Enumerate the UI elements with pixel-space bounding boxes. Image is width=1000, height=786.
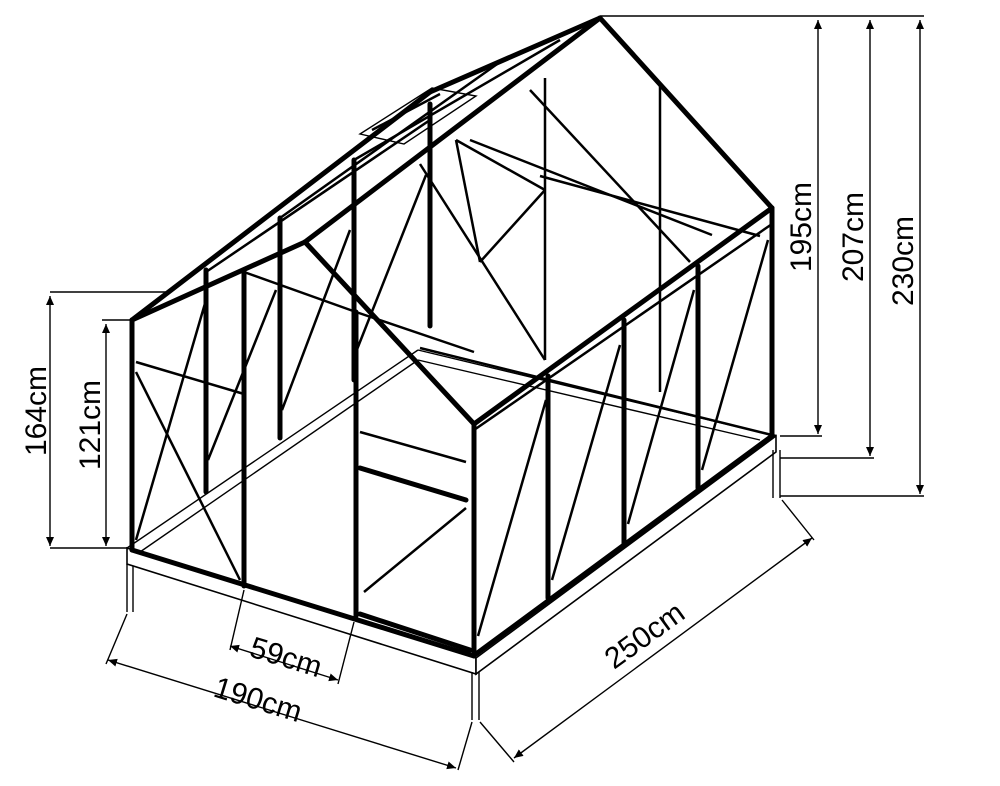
width-190-label: 190cm bbox=[210, 671, 306, 729]
left-side-wall bbox=[203, 101, 433, 495]
height-207-label: 207cm bbox=[837, 192, 870, 282]
height-230-label: 230cm bbox=[887, 216, 920, 306]
width-dimensions: 59cm 190cm 250cm bbox=[105, 499, 815, 771]
length-250-label: 250cm bbox=[599, 596, 691, 676]
front-wall bbox=[129, 239, 477, 659]
left-height-dimensions: 164cm 121cm bbox=[20, 291, 170, 549]
door-width-label: 59cm bbox=[246, 631, 326, 684]
right-height-dimensions: 195cm 207cm 230cm bbox=[600, 15, 924, 497]
roof bbox=[129, 15, 775, 427]
height-164-label: 164cm bbox=[20, 366, 53, 456]
height-195-label: 195cm bbox=[785, 182, 818, 272]
height-121-label: 121cm bbox=[74, 380, 107, 470]
